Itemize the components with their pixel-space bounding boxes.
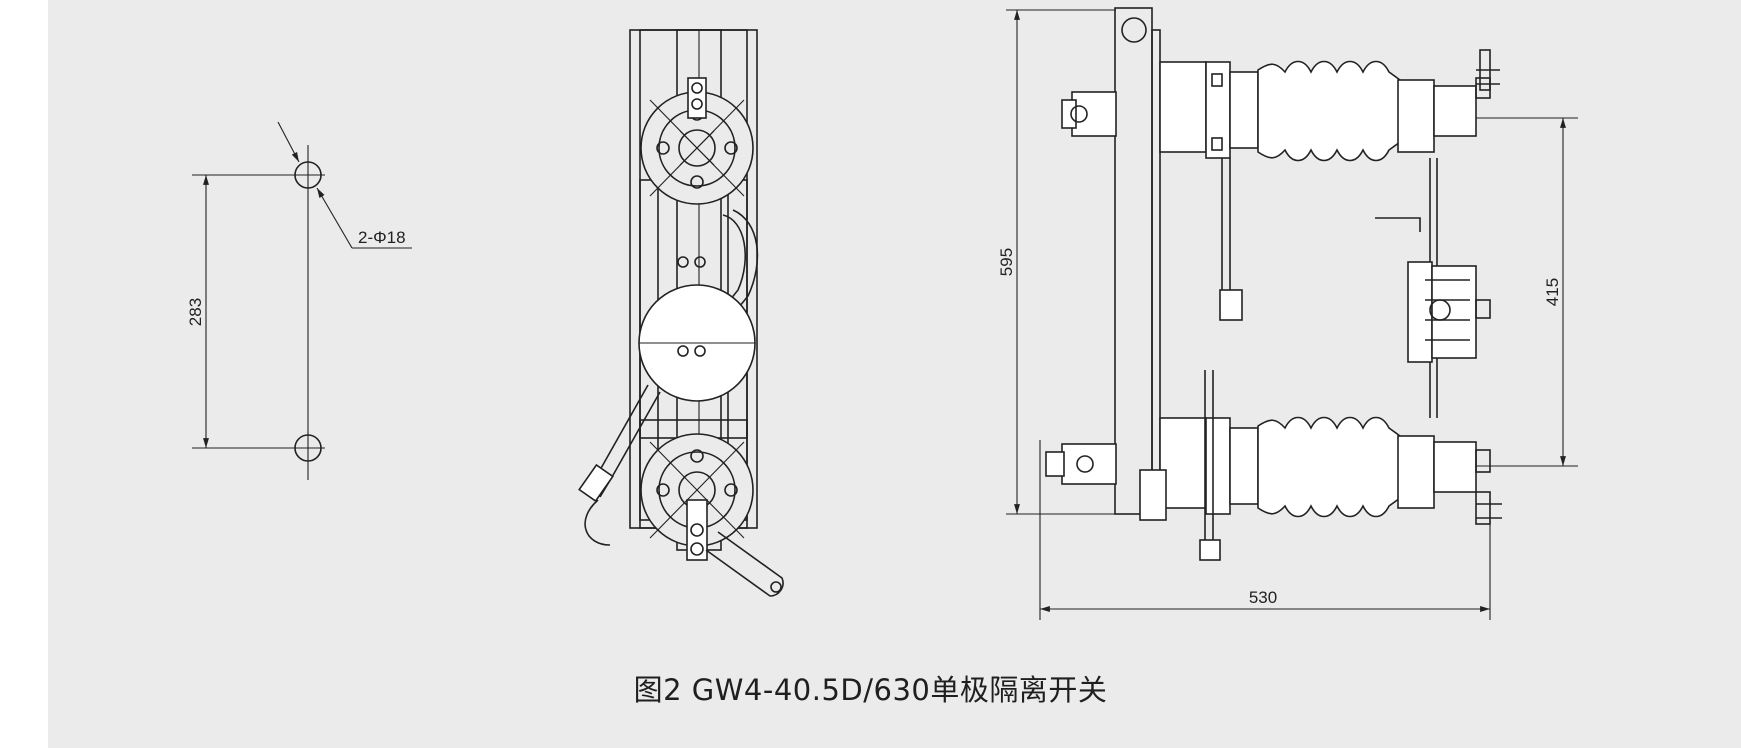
overall-width-label: 530 [1249, 588, 1277, 607]
mounting-hole-view [192, 121, 412, 480]
figure-caption: 图2 GW4-40.5D/630单极隔离开关 [633, 673, 1108, 707]
hole-spacing-label: 283 [186, 298, 205, 326]
insulator-spacing-label: 415 [1543, 278, 1562, 306]
front-view-switch [1045, 7, 1502, 561]
overall-height-label: 595 [997, 248, 1016, 276]
side-view-mechanism [578, 29, 784, 597]
hole-spec-label: 2-Φ18 [358, 228, 406, 247]
front-view-dimensions [1006, 9, 1578, 620]
